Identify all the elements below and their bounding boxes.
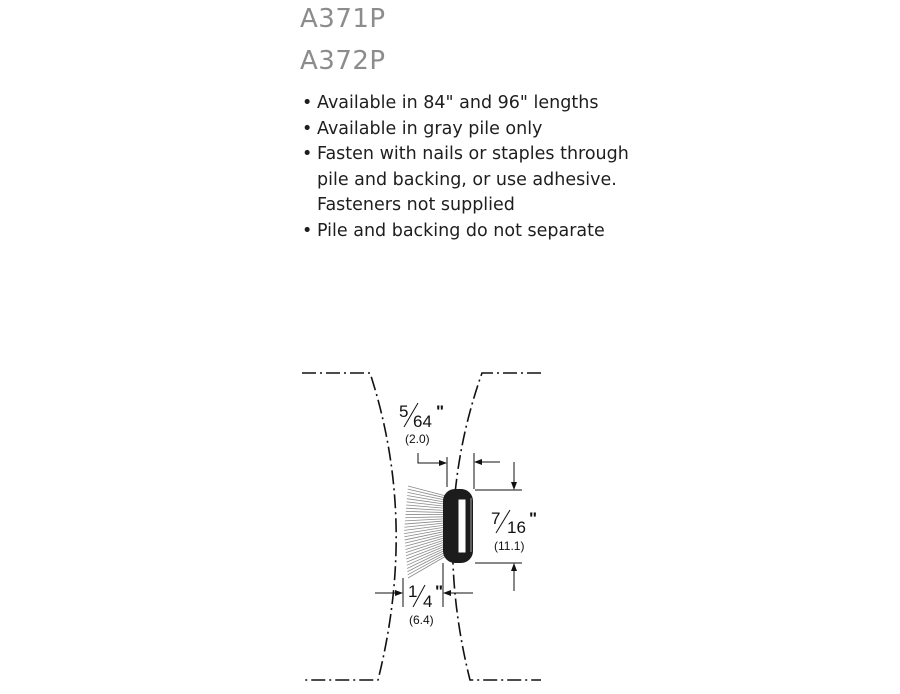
pile-fiber xyxy=(405,516,447,519)
pile-fiber xyxy=(407,485,447,497)
pile-fiber xyxy=(405,510,447,513)
right-frame-outline xyxy=(451,372,541,681)
pile-fibers xyxy=(404,485,447,579)
pile-fiber xyxy=(404,530,447,541)
left-frame-outline xyxy=(302,372,397,681)
width-metric: (6.4) xyxy=(409,613,434,627)
pile-fiber xyxy=(404,532,447,544)
pile-fiber xyxy=(406,504,447,509)
width-denominator: 4 xyxy=(423,592,432,611)
gap-inch-mark: " xyxy=(436,402,444,421)
model-number-a372p: A372P xyxy=(300,46,386,76)
gap-arrow-left xyxy=(439,460,447,466)
feature-item-pile-backing: Pile and backing do not separate xyxy=(302,219,632,245)
width-dimension xyxy=(375,563,473,607)
pile-fiber xyxy=(404,522,447,528)
height-label: 7 16 " (11.1) xyxy=(491,509,537,553)
gap-metric: (2.0) xyxy=(405,432,430,446)
feature-item-fastening: Fasten with nails or staples through pil… xyxy=(302,142,632,219)
frame-break-lines xyxy=(302,372,541,681)
pile-fiber xyxy=(405,536,447,550)
pile-fiber xyxy=(405,541,447,557)
gap-numerator: 5 xyxy=(399,402,408,421)
height-dimension xyxy=(475,462,522,591)
pile-fiber xyxy=(406,547,447,566)
pile-fiber xyxy=(405,534,447,547)
gap-denominator: 64 xyxy=(413,412,432,431)
pile-fiber xyxy=(404,526,447,534)
height-arrow-top xyxy=(511,482,517,490)
height-fraction-bar xyxy=(495,509,511,534)
gap-arrow-right xyxy=(474,459,482,465)
pile-fiber xyxy=(407,488,447,499)
pile-fiber xyxy=(407,491,447,501)
pile-fiber xyxy=(406,507,447,511)
width-label: 1 4 " (6.4) xyxy=(408,582,443,627)
pile-fiber xyxy=(407,555,447,579)
pile-fiber xyxy=(407,553,447,576)
pile-fiber xyxy=(406,501,447,507)
width-arrow-left xyxy=(395,590,403,596)
pile-fiber xyxy=(404,520,447,525)
feature-list: Available in 84" and 96" lengths Availab… xyxy=(302,91,632,244)
width-inch-mark: " xyxy=(435,582,443,601)
model-number-a371p: A371P xyxy=(300,4,386,34)
height-arrow-bottom xyxy=(511,563,517,571)
height-metric: (11.1) xyxy=(494,539,524,553)
feature-item-lengths: Available in 84" and 96" lengths xyxy=(302,91,632,117)
width-numerator: 1 xyxy=(408,582,417,601)
height-numerator: 7 xyxy=(491,509,500,528)
pile-fiber xyxy=(406,545,447,563)
feature-item-color: Available in gray pile only xyxy=(302,117,632,143)
pile-backing xyxy=(443,489,473,563)
height-denominator: 16 xyxy=(507,518,526,537)
width-arrow-right xyxy=(443,590,451,596)
gap-dimension xyxy=(417,453,500,489)
gap-leader-left xyxy=(417,453,441,464)
pile-fiber xyxy=(404,528,447,538)
pile-fiber xyxy=(404,518,447,522)
gap-label: 5 64 " (2.0) xyxy=(399,402,444,446)
backing-slot xyxy=(457,498,467,554)
pile-fiber xyxy=(407,551,447,573)
gap-fraction-bar xyxy=(403,402,419,428)
height-inch-mark: " xyxy=(529,509,537,528)
width-fraction-bar xyxy=(412,584,426,608)
pile-fiber xyxy=(404,524,447,531)
pile-fiber xyxy=(406,498,447,505)
pile-fiber xyxy=(405,539,447,554)
pile-fiber xyxy=(407,495,447,503)
pile-fiber xyxy=(406,549,447,569)
pile-fiber xyxy=(406,543,447,560)
